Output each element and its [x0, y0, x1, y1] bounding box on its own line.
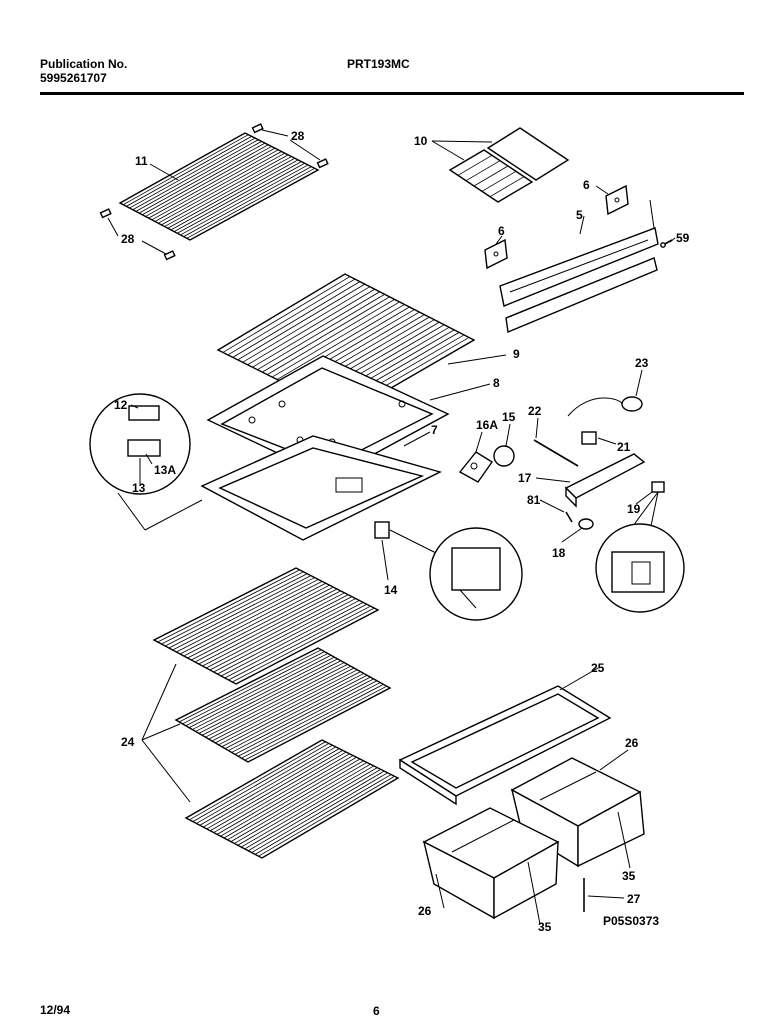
callout-13a: 13A [154, 463, 176, 477]
part-26-crisper-left [422, 807, 560, 920]
callout-59: 59 [676, 231, 690, 245]
part-24-shelf-3 [184, 739, 400, 859]
leader-lines [107, 129, 676, 925]
part-23-thermostat [567, 396, 643, 417]
callout-9: 9 [513, 347, 520, 361]
part-22-rod [533, 439, 579, 467]
part-17-control-box [564, 453, 646, 508]
detail-circle-right [595, 523, 685, 613]
callout-14: 14 [384, 583, 398, 597]
callout-15: 15 [502, 410, 516, 424]
part-6-hinge-right [605, 184, 629, 216]
callout-12: 12 [114, 398, 128, 412]
detail-circle-center [429, 527, 523, 621]
callout-27: 27 [627, 892, 641, 906]
part-15-bulb [493, 445, 515, 467]
part-81-screw [565, 511, 573, 523]
publication-number: 5995261707 [40, 71, 107, 85]
callout-16a: 16A [476, 418, 498, 432]
part-11-wire-shelf [118, 132, 320, 241]
callout-10: 10 [414, 134, 428, 148]
callout-17: 17 [518, 471, 532, 485]
callout-28-top: 28 [291, 129, 305, 143]
part-8-divider [206, 355, 450, 479]
part-26-crisper-right [510, 757, 645, 868]
part-24-shelf-2 [174, 647, 392, 763]
part-16a-socket [458, 451, 493, 483]
footer-date: 12/94 [40, 1003, 71, 1017]
part-6-hinge-left [484, 238, 508, 270]
callout-5: 5 [576, 208, 583, 222]
callout-11: 11 [135, 154, 148, 168]
callout-81: 81 [527, 493, 541, 507]
part-24-leader [141, 663, 191, 803]
model-number: PRT193MC [347, 57, 410, 71]
part-7-housing [200, 435, 442, 541]
callout-19: 19 [627, 502, 641, 516]
callout-26-right: 26 [625, 736, 639, 750]
callout-7: 7 [431, 423, 438, 437]
callout-13: 13 [132, 481, 146, 495]
callout-28-bottom: 28 [121, 232, 135, 246]
callout-24: 24 [121, 735, 135, 749]
callout-26-left: 26 [418, 904, 432, 918]
header-rule [40, 92, 744, 95]
figure-code: P05S0373 [603, 914, 659, 928]
part-10-ice-trays [448, 127, 570, 203]
part-28-clips [99, 123, 329, 261]
callout-21: 21 [617, 440, 631, 454]
detail-circle-left [89, 393, 203, 531]
part-24-shelf-1 [152, 567, 380, 685]
part-18-knob [578, 518, 594, 530]
part-59-screw [660, 239, 673, 248]
callout-18: 18 [552, 546, 566, 560]
callout-22: 22 [528, 404, 542, 418]
callout-35-left: 35 [538, 920, 552, 934]
callout-6-upper: 6 [583, 178, 590, 192]
footer-page: 6 [373, 1004, 380, 1018]
part-25-glass-shelf [398, 685, 612, 806]
callout-23: 23 [635, 356, 649, 370]
publication-label: Publication No. [40, 57, 128, 71]
callout-25: 25 [591, 661, 605, 675]
part-21-knob [581, 431, 597, 445]
part-5-channel [499, 199, 659, 333]
callout-6-lower: 6 [498, 224, 505, 238]
callout-8: 8 [493, 376, 500, 390]
callout-35-right: 35 [622, 869, 636, 883]
